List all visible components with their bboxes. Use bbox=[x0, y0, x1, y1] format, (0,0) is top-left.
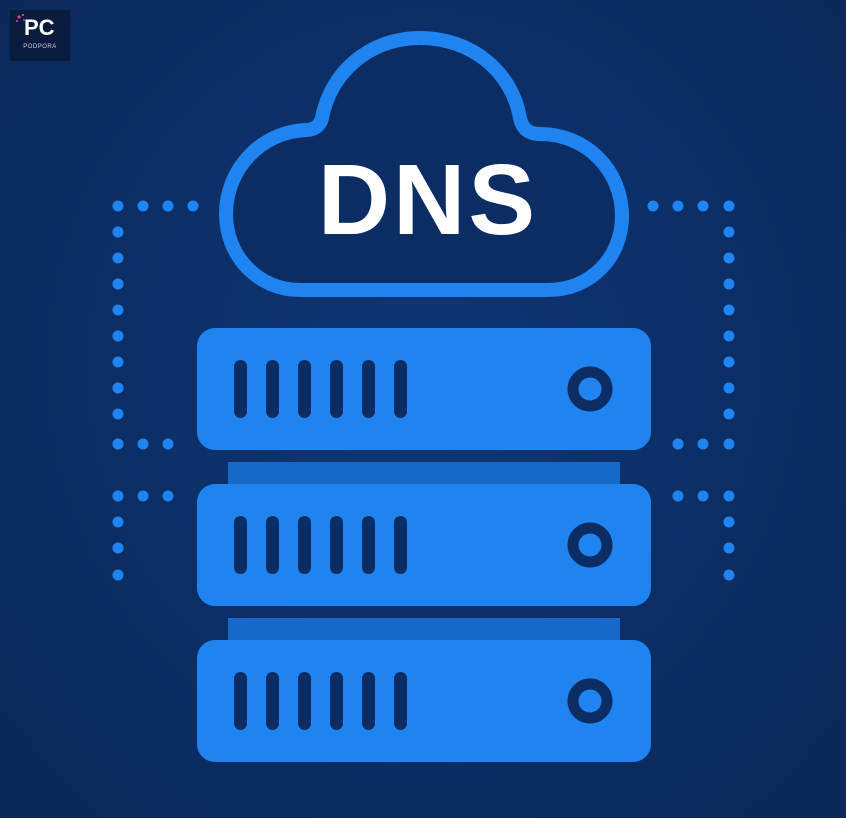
cloud-icon bbox=[219, 31, 629, 297]
server-connector-2 bbox=[228, 618, 620, 640]
server-unit-2 bbox=[197, 484, 651, 606]
vent-slots bbox=[234, 516, 407, 574]
server-unit-3 bbox=[197, 640, 651, 762]
pc-podpora-logo: PC PODPORA bbox=[10, 10, 70, 61]
power-ring-icon bbox=[567, 366, 613, 412]
dotted-line-left-lower bbox=[112, 490, 174, 581]
logo-brand-text: PC bbox=[24, 15, 55, 40]
dotted-line-right-lower bbox=[672, 490, 735, 581]
dotted-line-right-upper bbox=[647, 200, 735, 450]
vent-slots bbox=[234, 360, 407, 418]
power-ring-icon bbox=[567, 522, 613, 568]
power-ring-icon bbox=[567, 678, 613, 724]
server-unit-1 bbox=[197, 328, 651, 450]
vent-slots bbox=[234, 672, 407, 730]
dns-title: DNS bbox=[317, 144, 539, 256]
dotted-line-left-upper bbox=[112, 200, 199, 450]
server-connector-1 bbox=[228, 462, 620, 484]
spark-icon bbox=[16, 14, 25, 22]
logo-subtitle-text: PODPORA bbox=[23, 44, 57, 50]
